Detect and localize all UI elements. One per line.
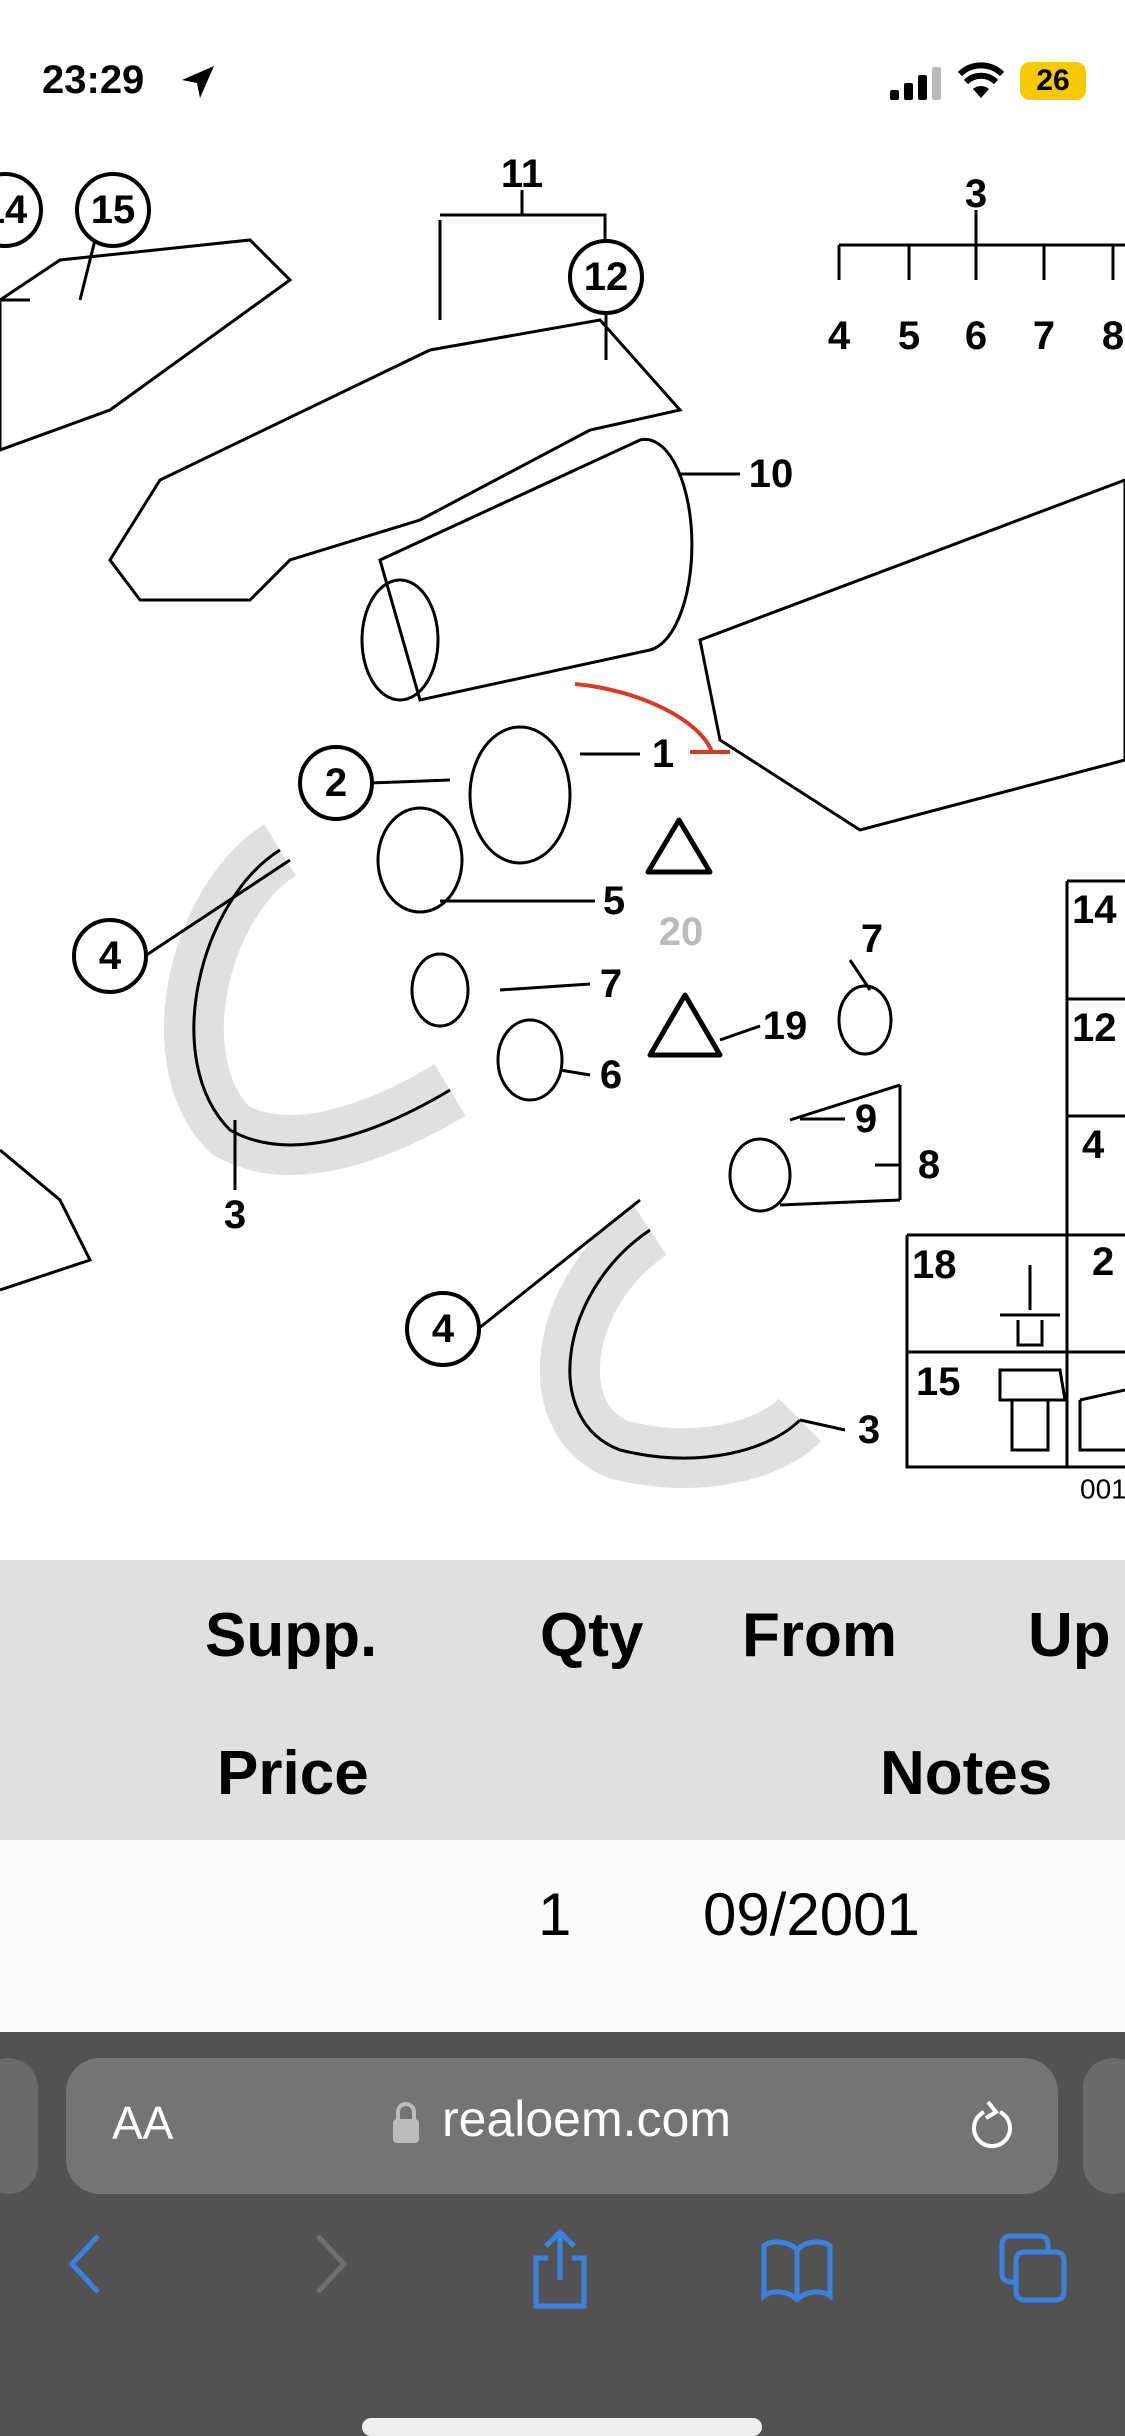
address-bar[interactable]: AA realoem.com [66, 2058, 1058, 2194]
signal-icon [890, 67, 941, 100]
svg-text:4: 4 [1082, 1123, 1105, 1167]
svg-text:6: 6 [965, 314, 987, 358]
svg-text:3: 3 [858, 1408, 880, 1452]
svg-text:8: 8 [1102, 314, 1124, 358]
svg-text:15: 15 [91, 188, 136, 232]
svg-text:7: 7 [1033, 314, 1055, 358]
svg-text:15: 15 [916, 1360, 961, 1404]
svg-text:3: 3 [224, 1193, 246, 1237]
svg-text:12: 12 [584, 255, 629, 299]
tabs-icon[interactable] [998, 2232, 1068, 2304]
svg-text:20: 20 [659, 910, 704, 954]
filter-element-shape [378, 437, 694, 702]
cell-from: 09/2001 [703, 1881, 920, 1948]
svg-text:18: 18 [912, 1243, 957, 1287]
header-qty[interactable]: Qty [540, 1601, 644, 1670]
battery-icon: 26 [1020, 62, 1086, 100]
warning-triangle-19 [647, 992, 723, 1058]
warning-triangle-20 [645, 817, 713, 875]
text-size-button[interactable]: AA [112, 2097, 174, 2149]
header-up[interactable]: Up [1028, 1601, 1111, 1670]
hose-shape [192, 848, 451, 1147]
svg-text:4: 4 [99, 934, 122, 978]
filter-housing-shape [108, 318, 683, 602]
svg-text:11: 11 [501, 152, 543, 196]
svg-text:4: 4 [432, 1307, 455, 1351]
lock-icon [393, 2102, 419, 2143]
valve-cover-shape [698, 478, 1125, 832]
svg-text:001: 001 [1080, 1474, 1125, 1505]
svg-text:7: 7 [600, 962, 622, 1006]
table-row: 1 09/2001 [0, 1840, 1125, 2032]
svg-text:14: 14 [1072, 888, 1117, 932]
svg-text:5: 5 [603, 879, 625, 923]
svg-text:3: 3 [965, 172, 987, 216]
svg-text:2: 2 [325, 761, 347, 805]
header-supp[interactable]: Supp. [205, 1601, 378, 1670]
maf-sensor-shape [468, 725, 572, 865]
red-annotation-arrow [574, 682, 730, 754]
back-icon[interactable] [66, 2232, 106, 2296]
share-icon[interactable] [530, 2228, 590, 2310]
svg-text:19: 19 [763, 1004, 808, 1048]
svg-text:8: 8 [918, 1143, 940, 1187]
reload-icon[interactable] [966, 2096, 1018, 2156]
wifi-icon [958, 62, 1004, 98]
svg-text:5: 5 [898, 314, 920, 358]
location-arrow-icon [182, 66, 214, 98]
svg-text:6: 6 [600, 1053, 622, 1097]
browser-toolbar: AA realoem.com [0, 2032, 1125, 2436]
intake-duct-shape [0, 238, 293, 452]
svg-text:14: 14 [0, 188, 28, 232]
svg-text:1: 1 [652, 732, 674, 776]
table-header: Supp. Qty From Up Price Notes [0, 1560, 1125, 1840]
filter-end-shape [360, 578, 440, 702]
svg-text:4: 4 [828, 314, 851, 358]
header-notes[interactable]: Notes [880, 1739, 1053, 1808]
svg-text:12: 12 [1072, 1006, 1117, 1050]
svg-text:10: 10 [749, 452, 794, 496]
header-from[interactable]: From [742, 1601, 897, 1670]
cell-qty: 1 [538, 1881, 572, 1948]
status-bar: 23:29 26 [0, 0, 1125, 150]
svg-text:9: 9 [855, 1097, 877, 1141]
status-time: 23:29 [42, 58, 145, 102]
bookmarks-icon[interactable] [760, 2238, 834, 2302]
forward-icon[interactable] [310, 2232, 350, 2296]
previous-tab-edge[interactable] [0, 2058, 38, 2194]
home-indicator[interactable] [362, 2418, 762, 2436]
next-tab-edge[interactable] [1083, 2058, 1125, 2194]
svg-text:7: 7 [861, 917, 883, 961]
parts-diagram: 14 15 11 12 3 4 5 6 7 8 10 1 2 5 20 4 7 … [0, 152, 1125, 1505]
header-price[interactable]: Price [217, 1739, 369, 1808]
svg-text:2: 2 [1092, 1240, 1114, 1284]
url-text[interactable]: realoem.com [442, 2091, 731, 2147]
